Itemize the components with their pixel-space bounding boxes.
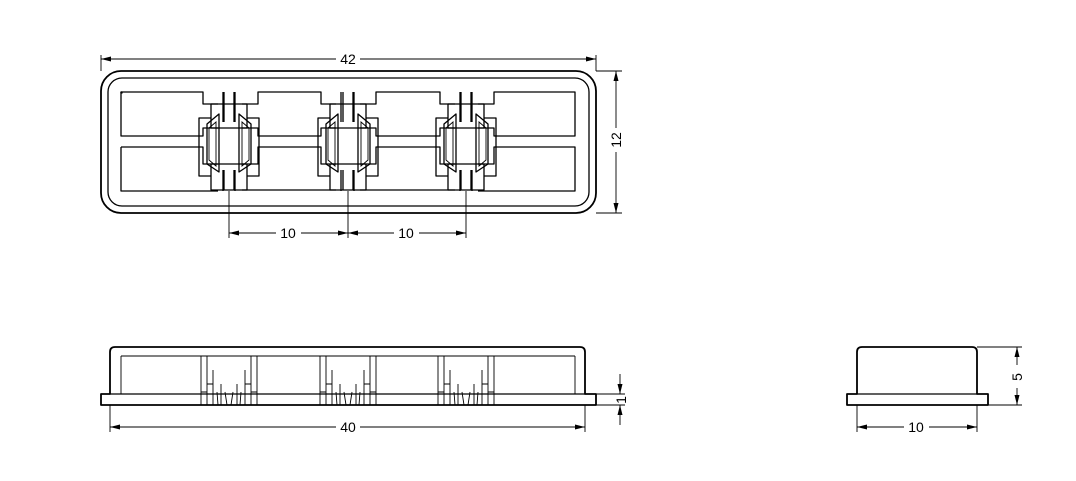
top-view: 42 12 10 10 bbox=[100, 51, 624, 241]
dim-height-label: 12 bbox=[608, 132, 624, 148]
dim-side-height: 5 bbox=[977, 346, 1025, 406]
contact-3 bbox=[435, 91, 497, 191]
side-body-outline bbox=[846, 346, 989, 406]
dim-overall-length: 42 bbox=[100, 51, 597, 71]
dim-base-length-label: 40 bbox=[340, 419, 356, 435]
dim-height: 12 bbox=[596, 70, 624, 214]
front-slot-3 bbox=[437, 355, 495, 406]
dim-pitch-1-label: 10 bbox=[280, 225, 296, 241]
front-view: 40 1 bbox=[100, 346, 629, 435]
front-slot-1 bbox=[200, 355, 258, 406]
dim-side-width: 10 bbox=[856, 405, 978, 435]
cavity-blocks bbox=[120, 91, 576, 192]
dim-base-length: 40 bbox=[109, 405, 586, 435]
dim-side-height-label: 5 bbox=[1009, 373, 1025, 381]
dim-overall-length-label: 42 bbox=[340, 51, 356, 67]
dim-pitch-2-label: 10 bbox=[398, 225, 414, 241]
front-body-outline bbox=[100, 346, 597, 406]
slot-gaps bbox=[222, 92, 473, 191]
dim-pitch: 10 10 bbox=[228, 191, 467, 241]
contact-1 bbox=[198, 91, 260, 191]
side-view: 5 10 bbox=[846, 346, 1025, 435]
housing-inner-outline bbox=[107, 77, 590, 207]
dim-flange-thickness-label: 1 bbox=[613, 396, 629, 404]
dim-flange-thickness: 1 bbox=[596, 374, 629, 425]
front-slot-2 bbox=[319, 355, 377, 406]
contact-2 bbox=[317, 91, 379, 191]
dim-side-width-label: 10 bbox=[908, 419, 924, 435]
housing-outline bbox=[100, 70, 597, 214]
